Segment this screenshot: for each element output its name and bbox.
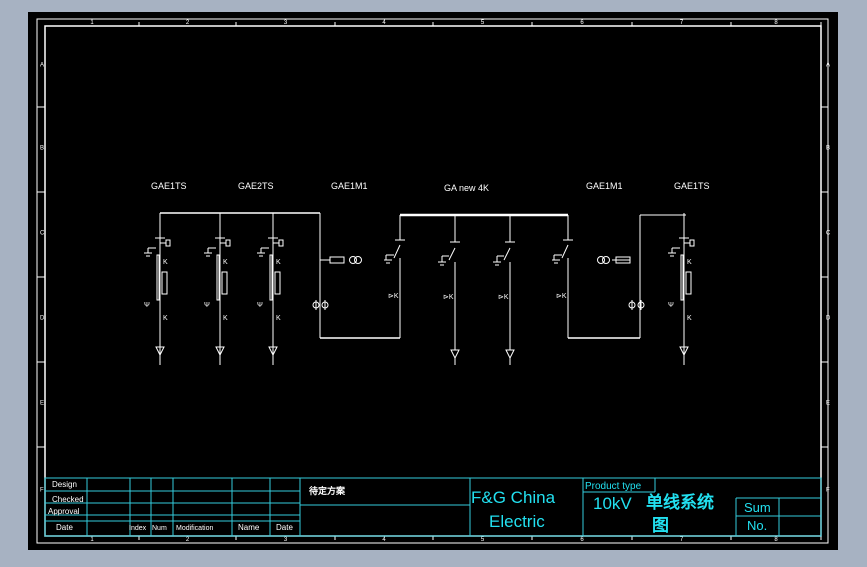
cabinet-label: GA new 4K — [444, 183, 489, 193]
row-letter: F — [826, 488, 830, 494]
row-letter: A — [826, 63, 830, 69]
num-label: Num — [152, 525, 167, 532]
svg-text:⊳K: ⊳K — [388, 293, 399, 300]
index-label: Index — [129, 525, 147, 532]
fuse-left — [329, 256, 345, 264]
column-number: 4 — [382, 20, 386, 26]
svg-text:K: K — [687, 259, 692, 266]
svg-text:K: K — [687, 315, 692, 322]
cabinet-label: GAE2TS — [238, 181, 274, 191]
ct-left — [312, 300, 329, 310]
row-letter: D — [826, 316, 831, 322]
date-label: Date — [56, 523, 73, 532]
column-number: 8 — [774, 537, 778, 543]
svg-text:K: K — [163, 315, 168, 322]
row-letter: C — [826, 231, 831, 237]
feeder-mid-1: ⊳K — [438, 215, 460, 365]
row-letter: D — [40, 316, 45, 322]
svg-text:⊳K: ⊳K — [443, 294, 454, 301]
product-name-2: 图 — [652, 516, 669, 535]
row-letter: B — [826, 146, 830, 152]
product-type-label: Product type — [585, 481, 642, 492]
ct-right — [628, 300, 645, 310]
product-voltage: 10kV — [593, 494, 632, 513]
pt-coil-left-1 — [349, 256, 357, 264]
company-name-2: Electric — [489, 512, 545, 531]
svg-text:K: K — [223, 259, 228, 266]
column-number: 3 — [284, 537, 288, 543]
feeder-gae2ts-2: K Ψ K — [257, 213, 284, 365]
row-letter: C — [40, 231, 45, 237]
bus-switch-right: ⊳K — [552, 215, 573, 300]
column-number: 8 — [774, 20, 778, 26]
cabinet-label: GAE1TS — [674, 181, 710, 191]
checked-label: Checked — [52, 495, 84, 504]
column-number: 7 — [680, 537, 684, 543]
pt-coil-right-2 — [602, 256, 610, 264]
svg-text:Ψ: Ψ — [144, 302, 150, 309]
pending-scheme: 待定方案 — [309, 485, 346, 496]
svg-text:K: K — [163, 259, 168, 266]
title-block — [44, 477, 822, 537]
svg-text:Ψ: Ψ — [204, 302, 210, 309]
column-markers: 1 1 2 2 3 3 4 4 5 5 6 6 7 7 8 8 — [90, 20, 822, 543]
sheet-background — [28, 12, 838, 550]
row-markers: A A B B C C D D E E F F — [37, 63, 831, 494]
sum-label: Sum — [744, 500, 771, 515]
svg-text:K: K — [276, 259, 281, 266]
svg-text:Ψ: Ψ — [257, 302, 263, 309]
row-letter: F — [40, 488, 44, 494]
pt-coil-left-2 — [354, 256, 362, 264]
row-letter: E — [40, 401, 44, 407]
column-number: 2 — [186, 20, 190, 26]
design-label: Design — [52, 480, 77, 489]
pt-coil-right-1 — [597, 256, 605, 264]
date2-label: Date — [276, 523, 293, 532]
feeder-gae2ts-1: K Ψ K — [204, 213, 231, 365]
cabinet-labels: GAE1TS GAE2TS GAE1M1 GA new 4K GAE1M1 GA… — [151, 181, 710, 193]
cabinet-label: GAE1M1 — [586, 181, 623, 191]
outer-frame — [36, 18, 829, 544]
svg-text:Ψ: Ψ — [668, 302, 674, 309]
row-letter: A — [40, 63, 44, 69]
column-number: 1 — [90, 20, 94, 26]
title-block-text: Design Checked Approval Date Index Num M… — [48, 480, 771, 535]
single-line-diagram: ⊳K ⊳K ⊳K — [144, 212, 695, 365]
row-letter: E — [826, 401, 830, 407]
approval-label: Approval — [48, 507, 80, 516]
cabinet-label: GAE1TS — [151, 181, 187, 191]
column-number: 5 — [481, 20, 485, 26]
column-number: 6 — [580, 20, 584, 26]
column-number: 4 — [382, 537, 386, 543]
feeder-gae1ts-left: K Ψ K — [144, 213, 171, 365]
svg-text:⊳K: ⊳K — [498, 294, 509, 301]
column-number: 6 — [580, 537, 584, 543]
fuse-right — [615, 256, 631, 264]
product-name-1: 单线系统 — [646, 492, 714, 512]
feeder-gae1ts-right: K Ψ K — [668, 213, 695, 365]
column-number: 3 — [284, 20, 288, 26]
column-number: 7 — [680, 20, 684, 26]
cabinet-label: GAE1M1 — [331, 181, 368, 191]
modification-label: Modification — [176, 525, 213, 532]
svg-text:K: K — [223, 315, 228, 322]
company-name-1: F&G China — [471, 488, 556, 507]
column-number: 5 — [481, 537, 485, 543]
svg-text:K: K — [276, 315, 281, 322]
column-number: 2 — [186, 537, 190, 543]
feeder-mid-2: ⊳K — [493, 215, 515, 365]
svg-text:⊳K: ⊳K — [556, 293, 567, 300]
name-label: Name — [238, 523, 260, 532]
no-label: No. — [747, 518, 767, 533]
column-number: 1 — [90, 537, 94, 543]
bus-switch-left: ⊳K — [384, 215, 405, 300]
row-letter: B — [40, 146, 44, 152]
